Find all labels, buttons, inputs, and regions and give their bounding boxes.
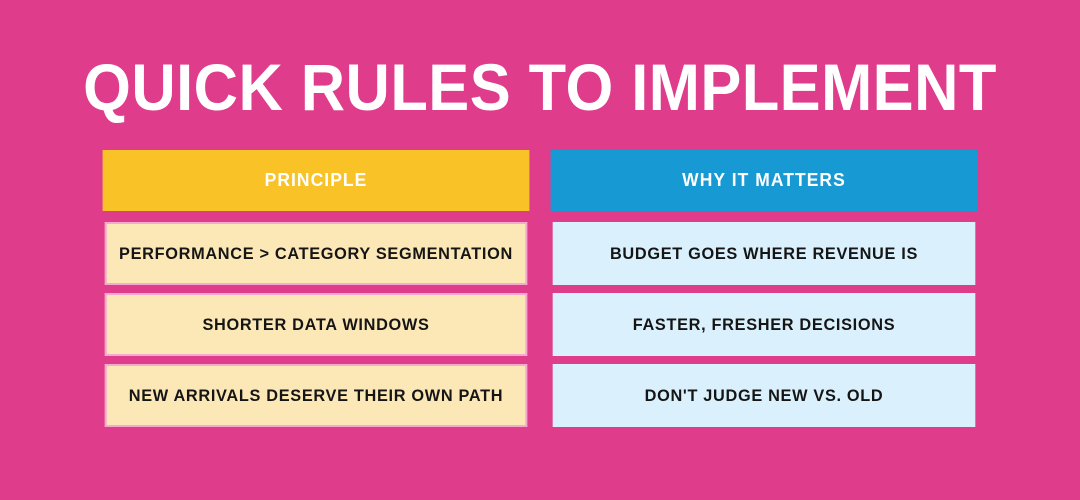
table-row: SHORTER DATA WINDOWS FASTER, FRESHER DEC… (96, 293, 984, 356)
table-cell-principle: NEW ARRIVALS DESERVE THEIR OWN PATH (104, 364, 528, 427)
table-cell-principle: PERFORMANCE > CATEGORY SEGMENTATION (104, 222, 528, 285)
table-header-principle-label: PRINCIPLE (264, 170, 368, 190)
table-cell-why-it-matters: DON'T JUDGE NEW VS. OLD (552, 364, 976, 427)
table-row: PERFORMANCE > CATEGORY SEGMENTATION BUDG… (96, 222, 984, 285)
table-cell-why-it-matters-text: BUDGET GOES WHERE REVENUE IS (609, 243, 919, 263)
table-cell-principle-text: NEW ARRIVALS DESERVE THEIR OWN PATH (128, 385, 504, 405)
table-row: NEW ARRIVALS DESERVE THEIR OWN PATH DON'… (96, 364, 984, 427)
page-title: QUICK RULES TO IMPLEMENT (83, 50, 997, 124)
table-cell-principle-text: PERFORMANCE > CATEGORY SEGMENTATION (119, 243, 513, 263)
quick-rules-table: PRINCIPLE WHY IT MATTERS PERFORMANCE > C… (96, 150, 984, 435)
table-header-why-it-matters: WHY IT MATTERS (550, 150, 978, 211)
table-header-principle: PRINCIPLE (102, 150, 530, 211)
table-cell-why-it-matters-text: FASTER, FRESHER DECISIONS (632, 314, 896, 334)
table-cell-principle-text: SHORTER DATA WINDOWS (202, 314, 430, 334)
table-cell-why-it-matters-text: DON'T JUDGE NEW VS. OLD (644, 385, 884, 405)
table-header-row: PRINCIPLE WHY IT MATTERS (96, 150, 984, 211)
table-header-why-it-matters-label: WHY IT MATTERS (682, 170, 846, 190)
table-cell-why-it-matters: BUDGET GOES WHERE REVENUE IS (552, 222, 976, 285)
table-cell-why-it-matters: FASTER, FRESHER DECISIONS (552, 293, 976, 356)
table-cell-principle: SHORTER DATA WINDOWS (104, 293, 528, 356)
